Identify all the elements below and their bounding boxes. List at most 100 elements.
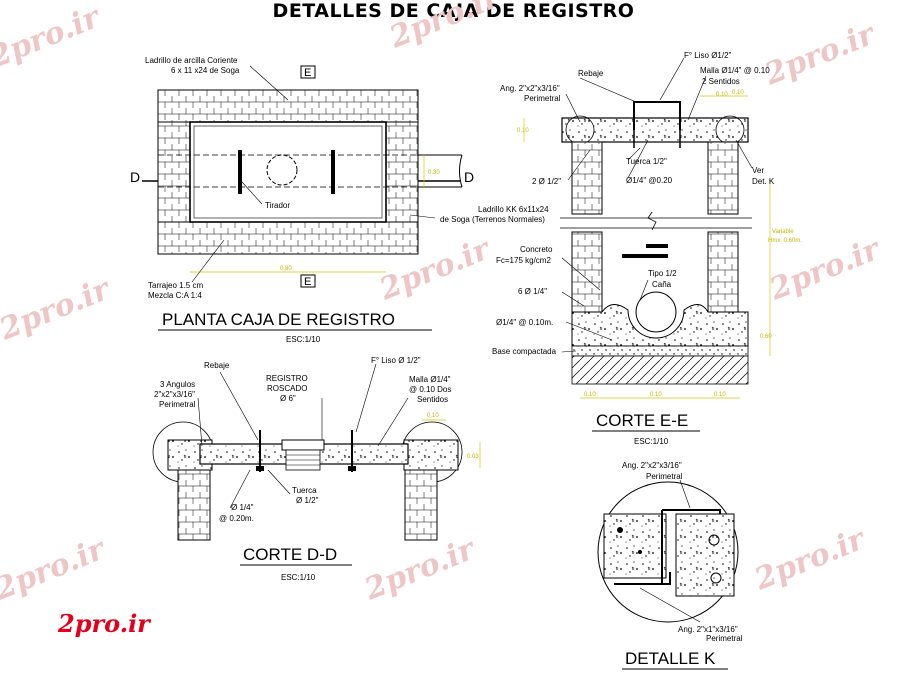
corte-ee-tipo-2: Caña bbox=[652, 280, 672, 289]
corte-ee-wall-upper-left bbox=[571, 141, 603, 215]
planta-dim-height: 0.30 bbox=[428, 170, 440, 176]
corte-dd-angulos-3: Perimetral bbox=[159, 400, 196, 409]
corte-ee-tipo-1: Tipo 1/2 bbox=[648, 269, 677, 278]
corte-ee-base-slab bbox=[571, 304, 749, 347]
corte-ee-dim-e: 0.60 bbox=[760, 334, 772, 340]
detalle-k-ang-top-1: Ang. 2"x2"x3/16" bbox=[622, 461, 682, 470]
planta-brick-label-1: Ladrillo de arcilla Coriente bbox=[145, 56, 238, 65]
planta-wall-right bbox=[385, 121, 419, 223]
corte-ee-dos: 2 Ø 1/2" bbox=[532, 177, 561, 186]
planta-brick-label-2: 6 x 11 x24 de Soga bbox=[171, 66, 240, 75]
planta-drain bbox=[266, 154, 298, 186]
detalle-k-ang-bot-2: Perimetral bbox=[706, 634, 743, 643]
corte-ee-dim-c: 0.10 bbox=[714, 392, 726, 398]
planta-drawing: D D E E 0.80 0.30 Ladrillo de arcilla Co… bbox=[130, 56, 549, 344]
corte-dd-wall-left bbox=[177, 469, 211, 541]
corte-ee-variable-1: Variable bbox=[772, 229, 794, 235]
corte-dd-fliso: F° Liso Ø 1/2" bbox=[371, 356, 421, 365]
corte-dd-angulos-1: 3 Angulos bbox=[160, 380, 195, 389]
corte-ee-wall-lower-left bbox=[571, 231, 603, 313]
watermark-text: 2pro.ir bbox=[749, 521, 871, 598]
corte-dd-dim-top: 0.10 bbox=[427, 413, 439, 419]
corte-ee-malla-2: 2 Sentidos bbox=[702, 77, 740, 86]
corte-dd-registro-1: REGISTRO bbox=[266, 374, 308, 383]
watermark-text: 2pro.ir bbox=[359, 531, 481, 608]
corte-ee-drawing: 0.10 0.10 0.10 0.10 0.10 0.60 0.10 Varia… bbox=[492, 51, 802, 446]
watermark-logo: 2pro.ir bbox=[57, 609, 152, 638]
planta-ladrillo-label-2: de Soga (Terrenos Normales) bbox=[440, 215, 545, 224]
corte-dd-malla-2: @ 0.10 Dos bbox=[409, 385, 451, 394]
corte-ee-barra: Ø1/4" @0.20 bbox=[626, 176, 673, 185]
corte-dd-drawing: 0.10 0.03 Rebaje 3 Angulos 2"x2"x3/16" P… bbox=[152, 356, 481, 582]
cut-label-d-left: D bbox=[130, 169, 140, 185]
planta-handle-right bbox=[331, 150, 335, 194]
corte-ee-malla-1: Malla Ø1/4" @ 0.10 bbox=[700, 66, 770, 75]
corte-ee-ang-1: Ang. 2"x2"x3/16" bbox=[500, 84, 560, 93]
corte-ee-wall-upper-right bbox=[707, 141, 739, 215]
watermark-layer: 2pro.ir 2pro.ir 2pro.ir 2pro.ir 2pro.ir … bbox=[0, 0, 886, 638]
cut-label-d-right: D bbox=[464, 169, 474, 185]
planta-tarrajeo-label-1: Tarrajeo 1.5 cm bbox=[148, 281, 203, 290]
drawing-title: DETALLES DE CAJA DE REGISTRO bbox=[272, 0, 635, 22]
watermark-text: 2pro.ir bbox=[0, 531, 111, 608]
detalle-k-title: DETALLE K bbox=[625, 649, 716, 668]
cut-marker-e-top bbox=[300, 65, 316, 79]
planta-wall-top bbox=[157, 89, 419, 123]
corte-ee-dim-b: 0.10 bbox=[650, 392, 662, 398]
corte-dd-wall-right bbox=[404, 469, 438, 541]
corte-ee-rebaje: Rebaje bbox=[578, 69, 604, 78]
planta-ladrillo-label-1: Ladrillo KK 6x11x24 bbox=[478, 205, 549, 214]
corte-ee-lid bbox=[561, 117, 749, 143]
planta-tirador-label: Tirador bbox=[265, 201, 290, 210]
watermark-text: 2pro.ir bbox=[384, 0, 506, 56]
corte-ee-ver-1: Ver bbox=[752, 166, 764, 175]
planta-scale: ESC:1/10 bbox=[286, 335, 321, 344]
corte-ee-base-compactada bbox=[571, 345, 749, 357]
corte-dd-angulos-2: 2"x2"x3/16" bbox=[154, 390, 195, 399]
detalle-k-drawing: Ang. 2"x2"x3/16" Perimetral Ang. 2"x1"x3… bbox=[597, 461, 743, 670]
corte-dd-registro bbox=[281, 439, 325, 451]
corte-dd-title: CORTE D-D bbox=[243, 545, 337, 564]
corte-ee-dim-g: 0.10 bbox=[716, 92, 728, 98]
corte-dd-malla-3: Sentidos bbox=[417, 395, 448, 404]
corte-dd-dim-side: 0.03 bbox=[467, 454, 479, 460]
corte-dd-barra-2: @ 0.20m. bbox=[219, 514, 254, 523]
corte-ee-dim-d: 0.10 bbox=[732, 90, 744, 96]
planta-dim-width: 0.80 bbox=[280, 266, 292, 272]
corte-ee-ang-2: Perimetral bbox=[524, 94, 561, 103]
planta-handle-left bbox=[238, 150, 242, 194]
corte-dd-tuerca-2: Ø 1/2" bbox=[296, 496, 319, 505]
corte-ee-concreto-2: Fc=175 kg/cm2 bbox=[496, 256, 551, 265]
cut-label-e-top: E bbox=[304, 67, 311, 79]
watermark-text: 2pro.ir bbox=[0, 271, 116, 348]
corte-dd-tuerca-1: Tuerca bbox=[292, 486, 317, 495]
corte-dd-rebaje: Rebaje bbox=[204, 361, 230, 370]
corte-ee-title: CORTE E-E bbox=[596, 411, 688, 430]
corte-ee-dim-a: 0.10 bbox=[584, 392, 596, 398]
planta-wall-left bbox=[157, 121, 191, 223]
watermark-text: 2pro.ir bbox=[0, 0, 106, 76]
corte-ee-fliso: F° Liso Ø1/2" bbox=[684, 51, 732, 60]
corte-dd-barra-1: Ø 1/4" bbox=[231, 503, 254, 512]
cut-marker-e-bottom bbox=[300, 274, 316, 288]
corte-ee-seis: 6 Ø 1/4" bbox=[518, 287, 547, 296]
corte-ee-tuerca: Tuerca 1/2" bbox=[626, 157, 667, 166]
corte-ee-concreto-1: Concreto bbox=[520, 245, 553, 254]
corte-ee-pipe bbox=[635, 291, 677, 333]
corte-ee-scale: ESC:1/10 bbox=[634, 437, 669, 446]
corte-ee-ver-2: Det. K bbox=[752, 177, 775, 186]
corte-ee-malla-base: Ø1/4" @ 0.10m. bbox=[496, 318, 553, 327]
planta-wall-bottom bbox=[157, 221, 419, 255]
cut-label-e-bottom: E bbox=[304, 276, 311, 288]
detalle-k-ang-bot-1: Ang. 2"x1"x3/16" bbox=[678, 625, 738, 634]
corte-ee-dim-f: 0.10 bbox=[517, 128, 529, 134]
corte-ee-soil bbox=[571, 355, 749, 385]
planta-tarrajeo-label-2: Mezcla C:A 1:4 bbox=[148, 291, 202, 300]
corte-dd-registro-2: ROSCADO bbox=[267, 384, 307, 393]
corte-dd-registro-3: Ø 6" bbox=[280, 394, 296, 403]
corte-dd-malla-1: Malla Ø1/4" bbox=[409, 375, 451, 384]
detalle-k-angle-bottom bbox=[614, 572, 671, 585]
corte-ee-variable-2: Hmx. 0.60m. bbox=[768, 238, 802, 244]
planta-title: PLANTA CAJA DE REGISTRO bbox=[162, 310, 395, 329]
